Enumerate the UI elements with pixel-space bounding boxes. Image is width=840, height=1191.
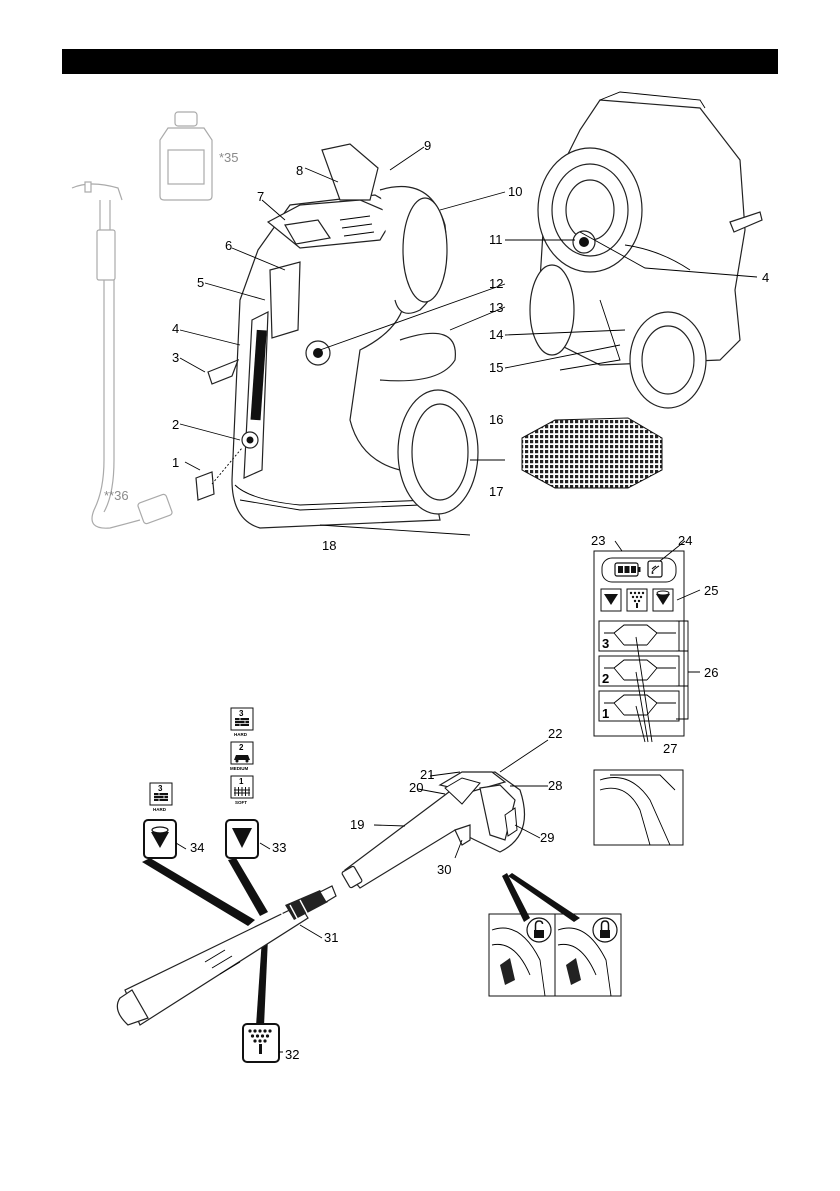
callout-1: 1: [172, 455, 179, 470]
callout-13: 13: [489, 300, 503, 315]
callout-25: 25: [704, 583, 718, 598]
bluetooth-icon: [648, 561, 662, 577]
callout-22: 22: [548, 726, 562, 741]
callout-34: 34: [190, 840, 204, 855]
callout-9: 9: [424, 138, 431, 153]
callout-3: 3: [172, 350, 179, 365]
callout-36: **36: [104, 488, 129, 503]
callout-6: 6: [225, 238, 232, 253]
svg-text:2: 2: [239, 743, 244, 752]
svg-text:HARD: HARD: [153, 807, 167, 812]
svg-text:HARD: HARD: [234, 732, 248, 737]
hard-icon-left: 3 HARD: [150, 783, 172, 812]
level-2-number: 2: [602, 671, 609, 686]
lock-details: [489, 873, 621, 996]
callout-2: 2: [172, 417, 179, 432]
callout-32: 32: [285, 1047, 299, 1062]
callout-4: 4: [172, 321, 179, 336]
trigger-gun: [341, 772, 524, 888]
callout-23: 23: [591, 533, 605, 548]
soft-icon: 1 SOFT: [231, 776, 253, 805]
washer-front-view: [196, 144, 478, 528]
callout-31: 31: [324, 930, 338, 945]
pressure-icons: 3 HARD 2 MEDIUM 1 SOFT 3 HARD: [150, 708, 253, 812]
lock-icon: [593, 918, 617, 942]
nozzle-selector-icons: [601, 589, 673, 611]
callout-21: 21: [420, 767, 434, 782]
svg-text:SOFT: SOFT: [235, 800, 247, 805]
svg-text:MEDIUM: MEDIUM: [230, 766, 248, 771]
callout-7: 7: [257, 189, 264, 204]
unlock-icon: [527, 918, 551, 942]
callout-14: 14: [489, 327, 503, 342]
level-1-number: 1: [602, 706, 609, 721]
callout-35: *35: [219, 150, 239, 165]
svg-text:3: 3: [239, 709, 244, 718]
callout-5: 5: [197, 275, 204, 290]
callout-28: 28: [548, 778, 562, 793]
callout-4-rear: 4: [762, 270, 769, 285]
control-display-panel: 3 2 1: [594, 551, 700, 742]
callout-30: 30: [437, 862, 451, 877]
callout-15: 15: [489, 360, 503, 375]
washer-rear-view: [530, 92, 762, 408]
jet-nozzle-icon: [226, 820, 258, 858]
callout-11: 11: [489, 232, 503, 247]
callout-29: 29: [540, 830, 554, 845]
callout-8: 8: [296, 163, 303, 178]
callout-16: 16: [489, 412, 503, 427]
rotary-nozzle-icon: [144, 820, 176, 858]
svg-text:3: 3: [158, 784, 163, 793]
medium-icon: 2 MEDIUM: [230, 742, 253, 771]
callout-12: 12: [489, 276, 503, 291]
callout-17: 17: [489, 484, 503, 499]
callout-18: 18: [322, 538, 336, 553]
callout-20: 20: [409, 780, 423, 795]
detergent-bottle: [160, 112, 212, 200]
flat-nozzle-icon: [243, 1024, 279, 1062]
pressure-level-3: 3: [599, 621, 679, 651]
callout-26: 26: [704, 665, 718, 680]
filter-mesh: [522, 418, 662, 488]
callout-33: 33: [272, 840, 286, 855]
callout-19: 19: [350, 817, 364, 832]
svg-text:1: 1: [239, 777, 244, 786]
pressure-level-2: 2: [599, 656, 679, 686]
callout-27: 27: [663, 741, 677, 756]
hard-icon-top: 3 HARD: [231, 708, 253, 737]
water-hose: [72, 182, 173, 528]
gun-detail-box: [594, 770, 683, 845]
battery-icon: [615, 563, 641, 576]
callout-10: 10: [508, 184, 522, 199]
level-3-number: 3: [602, 636, 609, 651]
callout-24: 24: [678, 533, 692, 548]
